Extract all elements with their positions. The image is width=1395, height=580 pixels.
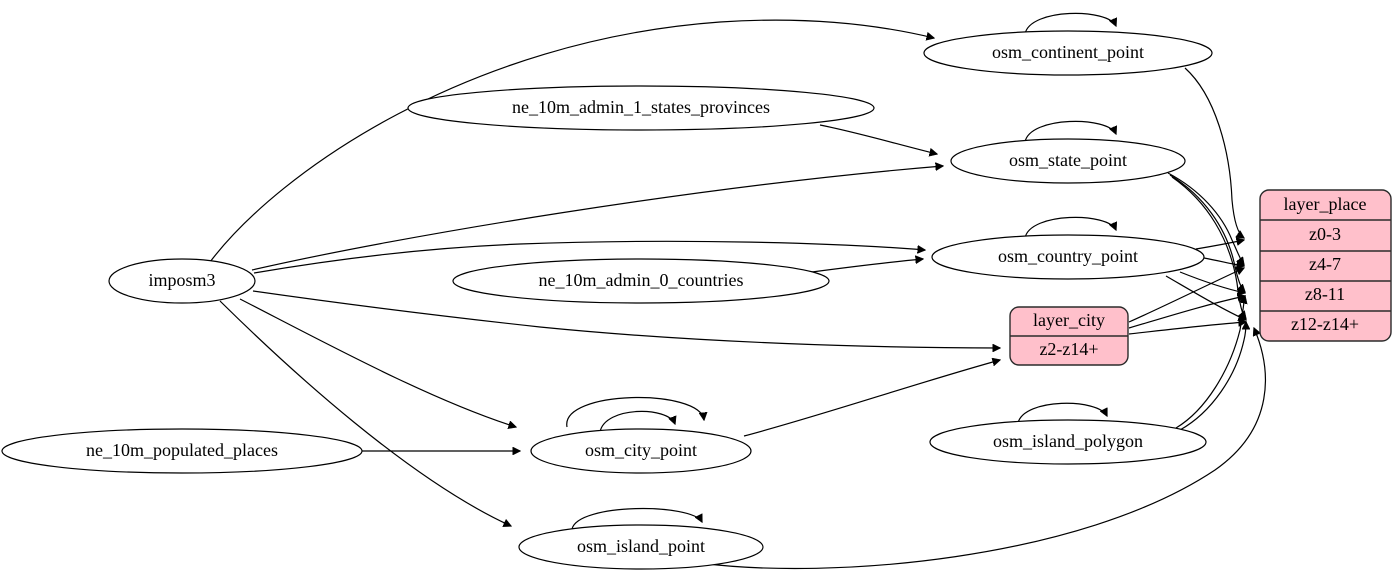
node-osm-island-point[interactable]: osm_island_point	[518, 524, 764, 570]
edge-osm-island-polygon-to-layer-place-z8-11	[1175, 296, 1245, 429]
node-ne-states-shape[interactable]	[407, 85, 875, 131]
edges-layer	[209, 12, 1266, 570]
node-osm-state-point-label: osm_state_point	[1009, 150, 1127, 170]
edge-imposm3-to-osm-city-point	[239, 298, 516, 427]
node-osm-continent-point-label: osm_continent_point	[992, 42, 1144, 62]
edge-self-loop-osm-state-point	[1024, 120, 1116, 143]
node-layer-city[interactable]: layer_city z2-z14+	[1009, 306, 1129, 366]
node-ne-countries-label: ne_10m_admin_0_countries	[539, 270, 744, 290]
edge-osm-country-point-to-layer-place-z4-7	[1203, 257, 1244, 266]
node-imposm3-shape[interactable]	[108, 258, 256, 304]
node-osm-island-polygon-shape[interactable]	[929, 419, 1207, 465]
edge-layer-city-to-layer-place-z8-11	[1128, 296, 1245, 329]
edge-osm-country-point-to-layer-place-z0-3	[1195, 240, 1244, 250]
layer-place-box[interactable]	[1259, 189, 1392, 342]
edge-osm-city-point-to-layer-city	[743, 360, 1000, 437]
layer-place-row-z8-11[interactable]: z8-11	[1305, 284, 1345, 304]
edge-osm-state-point-to-layer-place-z8-11	[1169, 174, 1245, 292]
node-osm-city-point-shape[interactable]	[530, 428, 752, 474]
edge-osm-island-point-to-layer-place-z12-z14	[699, 328, 1266, 570]
edge-self-loop-osm-continent-point	[1024, 12, 1116, 35]
edge-imposm3-to-osm-continent-point	[209, 19, 934, 263]
node-osm-island-point-label: osm_island_point	[577, 536, 705, 556]
edge-ne-states-to-osm-state-point	[819, 124, 937, 154]
node-osm-city-point-label: osm_city_point	[585, 440, 697, 460]
node-ne-states-label: ne_10m_admin_1_states_provinces	[512, 97, 770, 117]
node-ne-populated-label: ne_10m_populated_places	[86, 440, 278, 460]
edge-osm-island-polygon-to-layer-place-z12-z14	[1179, 322, 1246, 431]
node-osm-state-point-shape[interactable]	[950, 138, 1186, 184]
node-osm-country-point-label: osm_country_point	[998, 246, 1138, 266]
node-osm-island-polygon-label: osm_island_polygon	[993, 431, 1143, 451]
node-osm-city-point[interactable]: osm_city_point	[530, 428, 752, 474]
node-ne-10m-admin-1-states-provinces[interactable]: ne_10m_admin_1_states_provinces	[407, 85, 875, 131]
edge-self-loop-osm-island-polygon	[1017, 402, 1107, 424]
edge-imposm3-to-osm-island-point	[219, 300, 511, 526]
node-layer-place[interactable]: layer_place z0-3 z4-7 z8-11 z12-z14+	[1259, 189, 1392, 342]
node-osm-state-point[interactable]: osm_state_point	[950, 138, 1186, 184]
edge-osm-state-point-to-layer-place-z4-7	[1167, 172, 1244, 265]
edge-ne-countries-to-osm-country-point	[811, 259, 923, 273]
edge-self-loop-osm-city-point-outer	[566, 396, 704, 428]
node-ne-10m-admin-0-countries[interactable]: ne_10m_admin_0_countries	[452, 258, 830, 304]
node-imposm3[interactable]: imposm3	[108, 258, 256, 304]
node-osm-country-point-shape[interactable]	[931, 234, 1205, 280]
nodes-layer: imposm3 ne_10m_admin_1_states_provinces …	[1, 30, 1392, 570]
edge-osm-continent-point-to-layer-place-z0-3	[1184, 67, 1244, 238]
node-ne-countries-shape[interactable]	[452, 258, 830, 304]
layer-place-row-z12-z14[interactable]: z12-z14+	[1291, 314, 1359, 334]
edge-self-loop-osm-island-point	[571, 507, 702, 530]
edge-layer-city-to-layer-place-z12-z14	[1128, 322, 1246, 335]
layer-place-row-z4-7[interactable]: z4-7	[1309, 254, 1341, 274]
edge-layer-city-to-layer-place-z4-7	[1128, 268, 1244, 323]
node-osm-island-point-shape[interactable]	[518, 524, 764, 570]
edge-self-loop-osm-city-point-inner	[599, 410, 675, 433]
layer-place-header: layer_place	[1284, 194, 1367, 214]
edge-imposm3-to-osm-country-point	[253, 240, 925, 274]
node-imposm3-label: imposm3	[148, 270, 215, 290]
node-osm-island-polygon[interactable]: osm_island_polygon	[929, 419, 1207, 465]
edge-self-loop-osm-country-point	[1024, 216, 1116, 239]
edge-imposm3-to-osm-state-point	[251, 166, 943, 271]
layer-city-header: layer_city	[1033, 310, 1105, 330]
node-osm-country-point[interactable]: osm_country_point	[931, 234, 1205, 280]
edge-osm-country-point-to-layer-place-z12-z14	[1165, 275, 1246, 320]
layer-city-row-z2-z14[interactable]: z2-z14+	[1039, 339, 1098, 359]
edge-imposm3-to-layer-city	[252, 290, 1000, 348]
node-ne-populated-shape[interactable]	[1, 428, 363, 474]
node-osm-continent-point[interactable]: osm_continent_point	[923, 30, 1213, 76]
node-osm-continent-point-shape[interactable]	[923, 30, 1213, 76]
node-ne-10m-populated-places[interactable]: ne_10m_populated_places	[1, 428, 363, 474]
layer-place-row-z0-3[interactable]: z0-3	[1309, 224, 1341, 244]
